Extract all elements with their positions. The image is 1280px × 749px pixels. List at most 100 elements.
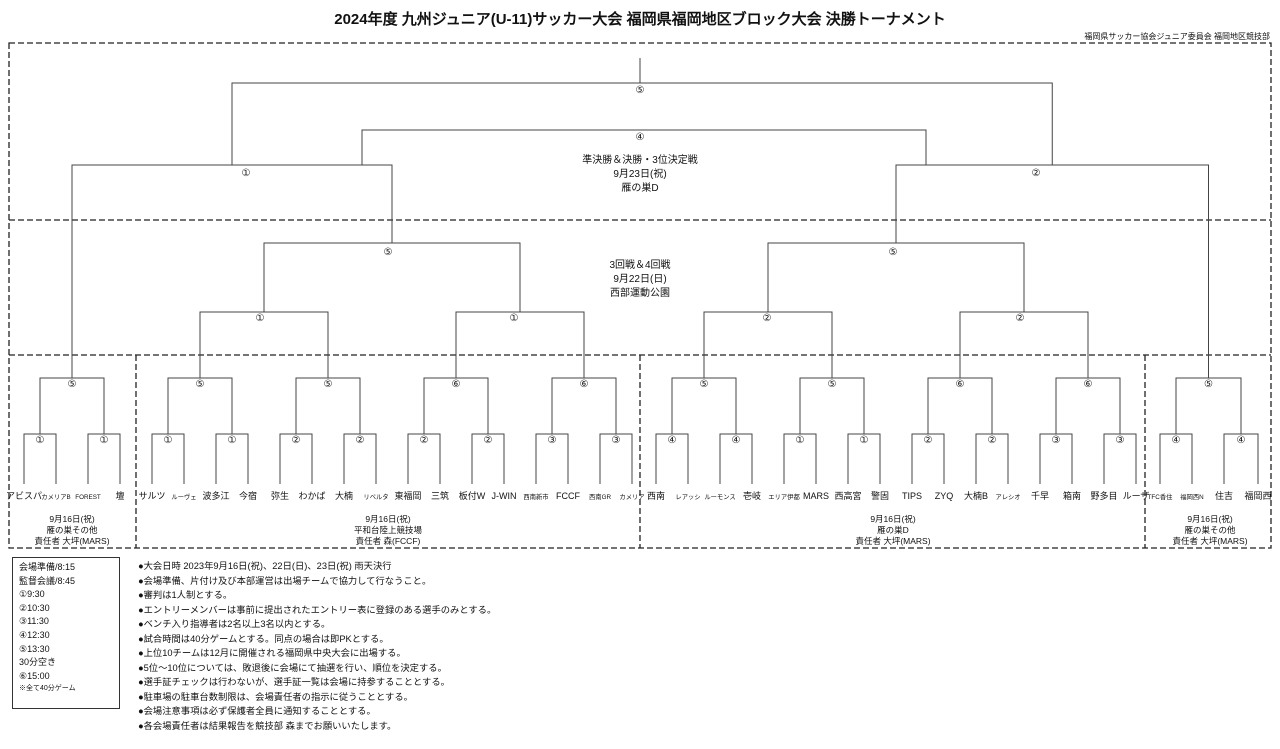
match-label-round1: ②	[484, 435, 493, 446]
match-label-round1: ①	[796, 435, 805, 446]
venue-line: 9月16日(祝)	[365, 514, 411, 524]
match-label-round1: ③	[1052, 435, 1061, 446]
rule-note: ●上位10チームは12月に開催される福岡県中央大会に出場する。	[138, 648, 406, 658]
team-name: FOREST	[75, 494, 101, 501]
team-name: 西南GR	[589, 492, 611, 501]
top-round-line: 9月23日(祝)	[613, 167, 666, 180]
page-title: 2024年度 九州ジュニア(U-11)サッカー大会 福岡県福岡地区ブロック大会 …	[334, 11, 946, 28]
rule-note: ●選手証チェックは行わないが、選手証一覧は会場に持参することとする。	[138, 677, 450, 687]
team-name: TFC香住	[1148, 492, 1174, 501]
team-name: ルーヴェ	[171, 492, 196, 501]
team-name: ZYQ	[935, 491, 954, 501]
third-place-connector	[361, 129, 927, 165]
top-round-header: 準決勝＆決勝・3位決定戦 9月23日(祝) 雁の巣D	[582, 153, 698, 194]
team-name: 今宿	[239, 490, 257, 501]
schedule-item: ④12:30	[19, 629, 50, 640]
match-label-round1: ④	[732, 435, 741, 446]
match-label-round1: ①	[164, 435, 173, 446]
rule-note: ●エントリーメンバーは事前に提出されたエントリー表に登録のある選手のみとする。	[138, 604, 497, 615]
team-name: レアッシ	[675, 493, 700, 501]
rule-note: ●大会日時 2023年9月16日(祝)、22日(日)、23日(祝) 雨天決行	[138, 561, 392, 571]
rules-notes: ●大会日時 2023年9月16日(祝)、22日(日)、23日(祝) 雨天決行 ●会…	[138, 559, 496, 733]
venue-line: 雁の巣D	[877, 525, 909, 535]
team-name: 住吉	[1215, 490, 1233, 501]
match-label-round2: ⑤	[700, 379, 709, 390]
team-name: TIPS	[902, 491, 922, 501]
top-round-line: 雁の巣D	[621, 181, 658, 194]
venue-line: 9月16日(祝)	[49, 514, 95, 524]
schedule-item: 監督会議/8:45	[19, 575, 76, 586]
rule-note: ●各会場責任者は結果報告を競技部 森までお願いいたします。	[138, 720, 397, 731]
schedule-item: ①9:30	[19, 589, 45, 600]
schedule-item: 30分空き	[19, 657, 57, 668]
match-label-final: ⑤	[636, 85, 645, 96]
match-label-round2: ⑤	[196, 379, 205, 390]
final-connector	[231, 82, 1053, 165]
match-label-round1: ②	[988, 435, 997, 446]
schedule-item: ⑥15:00	[19, 670, 50, 681]
match-label-round2: ⑤	[828, 379, 837, 390]
match-label-round1: ①	[36, 435, 45, 446]
match-label-round1: ①	[228, 435, 237, 446]
match-label-round1: ④	[1237, 435, 1246, 446]
team-name: 千早	[1031, 491, 1049, 501]
team-name: サルツ	[138, 491, 165, 501]
team-name: わかば	[298, 491, 325, 501]
venue-line: 責任者 大坪(MARS)	[855, 536, 930, 546]
match-label-round2: ⑥	[956, 379, 965, 390]
rule-note: ●試合時間は40分ゲームとする。同点の場合は即PKとする。	[138, 633, 389, 644]
match-label-round1: ④	[668, 435, 677, 446]
team-name: 西高宮	[834, 490, 861, 501]
match-label-round1: ③	[1116, 435, 1125, 446]
team-name: アレシオ	[995, 493, 1020, 501]
match-label-round1: ③	[548, 435, 557, 446]
rule-note: ●ベンチ入り指導者は2名以上3名以内とする。	[138, 619, 331, 629]
middle-round-line: 3回戦＆4回戦	[609, 258, 670, 271]
match-label-round3: ①	[256, 313, 265, 324]
match-label-round4: ⑤	[384, 247, 393, 258]
team-name: 大楠B	[964, 490, 988, 501]
match-label-round1: ②	[292, 435, 301, 446]
rule-note: ●会場準備、片付け及び本部運営は出場チームで協力して行なうこと。	[138, 575, 432, 586]
venue-line: 責任者 大坪(MARS)	[34, 536, 109, 546]
match-label-round2: ⑥	[452, 379, 461, 390]
rule-note: ●5位～10位については、敗退後に会場にて抽選を行い、順位を決定する。	[138, 662, 447, 673]
match-label-semi: ①	[242, 168, 251, 179]
semifinal-connector	[71, 164, 393, 378]
match-label-round1: ②	[356, 435, 365, 446]
team-name: 東福岡	[394, 490, 421, 501]
middle-round-header: 3回戦＆4回戦 9月22日(日) 西部運動公園	[609, 258, 670, 299]
team-name: 箱南	[1063, 490, 1081, 501]
schedule-item: 会場準備/8:15	[19, 562, 76, 572]
team-name: エリア伊都	[768, 492, 800, 501]
match-label-round2: ⑥	[580, 379, 589, 390]
match-label-round3: ①	[510, 313, 519, 324]
match-label-round1: ①	[100, 435, 109, 446]
team-name: リベルタ	[363, 492, 388, 501]
match-label-round2: ⑥	[1084, 379, 1093, 390]
venue-line: 雁の巣その他	[46, 525, 98, 535]
organizer-label: 福岡県サッカー協会ジュニア委員会 福岡地区競技部	[1084, 32, 1270, 41]
top-round-line: 準決勝＆決勝・3位決定戦	[582, 153, 698, 166]
team-name: 壇	[115, 490, 124, 501]
team-name: 大楠	[335, 490, 353, 501]
middle-round-line: 西部運動公園	[610, 286, 670, 299]
team-name: 壱岐	[743, 490, 761, 501]
team-name: ルーザ	[1123, 491, 1150, 501]
team-name: 福岡西	[1244, 490, 1271, 501]
middle-round-line: 9月22日(日)	[613, 273, 666, 285]
team-name: MARS	[803, 491, 829, 501]
team-name: アビスパ	[6, 491, 42, 501]
semifinal-connector	[895, 164, 1209, 378]
match-label-round1: ③	[612, 435, 621, 446]
match-label-round2: ⑤	[68, 379, 77, 390]
team-name: FCCF	[556, 491, 580, 501]
team-name: 西南新市	[523, 492, 548, 501]
venue-line: 責任者 大坪(MARS)	[1172, 536, 1247, 546]
venue-line: 平和台陸上競技場	[354, 525, 423, 535]
match-label-round2: ⑤	[324, 379, 333, 390]
rule-note: ●審判は1人制とする。	[138, 590, 233, 600]
team-name: 板付W	[459, 490, 486, 501]
team-name: ルーモンス	[704, 493, 735, 501]
